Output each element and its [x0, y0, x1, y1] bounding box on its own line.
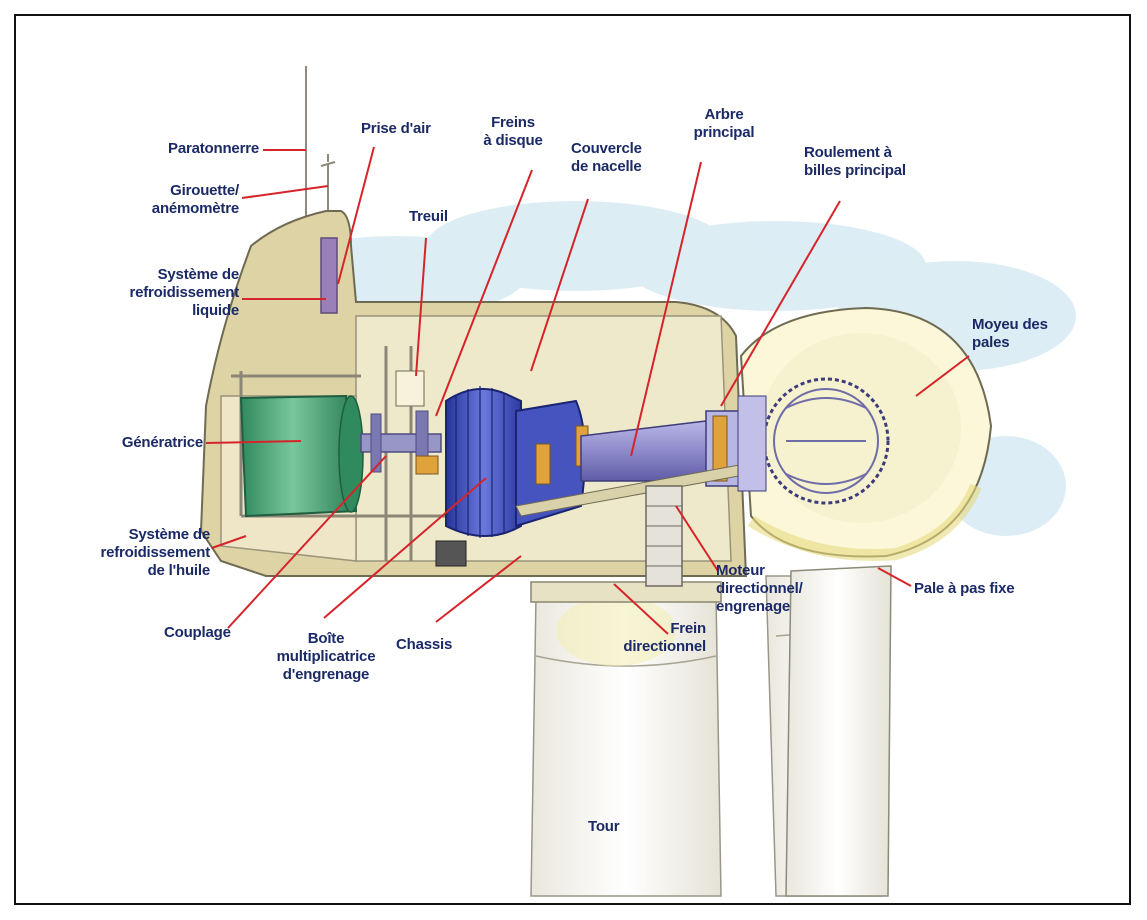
label-frein-directionnel: Frein directionnel [623, 620, 706, 655]
label-couplage: Couplage [164, 624, 231, 641]
generator [239, 394, 364, 518]
diagram-frame: Paratonnerre Girouette/ anémomètre Systè… [14, 14, 1131, 905]
main-shaft [515, 410, 767, 517]
label-couvercle-nacelle: Couvercle de nacelle [571, 140, 642, 175]
wind-turbine-illustration [199, 66, 1076, 897]
label-chassis: Chassis [396, 636, 453, 653]
label-moteur-directionnel: Moteur directionnel/ engrenage [716, 562, 803, 615]
label-girouette: Girouette/ anémomètre [151, 182, 239, 217]
label-prise-air: Prise d'air [361, 120, 431, 137]
yaw-ring [530, 581, 722, 603]
leader-lines [205, 146, 970, 635]
coupling-disc-brake [360, 370, 442, 475]
label-roulement: Roulement à billes principal [804, 144, 906, 179]
label-boite-multiplicatrice: Boîte multiplicatrice d'engrenage [276, 630, 376, 683]
gearbox [445, 386, 589, 538]
rotor-hub [737, 306, 993, 562]
fixed-pitch-blade [785, 565, 892, 897]
label-freins-disque: Freins à disque [483, 114, 543, 149]
label-generatrice: Génératrice [121, 434, 203, 451]
label-refroidissement-huile: Système de refroidissement de l'huile [100, 526, 210, 579]
label-arbre-principal: Arbre principal [693, 106, 755, 141]
label-pale-pas-fixe: Pale à pas fixe [914, 580, 1015, 597]
label-treuil: Treuil [409, 208, 448, 225]
label-paratonnerre: Paratonnerre [168, 140, 259, 157]
label-refroidissement-liquide: Système de refroidissement liquide [129, 266, 239, 319]
label-tour: Tour [588, 818, 620, 835]
label-moyeu: Moyeu des pales [972, 316, 1048, 351]
lightning-rod [305, 66, 336, 231]
yaw-motor [435, 485, 683, 587]
